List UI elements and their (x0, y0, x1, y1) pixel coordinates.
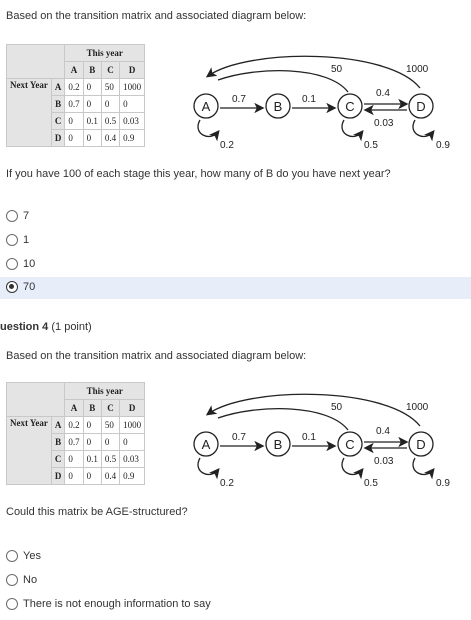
radio-button[interactable] (6, 598, 18, 610)
svg-text:50: 50 (331, 64, 343, 75)
svg-text:0.9: 0.9 (436, 478, 450, 489)
answer-option-yes[interactable]: Yes (0, 546, 471, 568)
svg-text:C: C (345, 99, 354, 114)
question-text-q4: Could this matrix be AGE-structured? (6, 506, 188, 518)
question-text-q3: If you have 100 of each stage this year,… (6, 168, 391, 180)
svg-text:0.03: 0.03 (374, 118, 394, 129)
question-4-title: uestion 4 (0, 321, 49, 333)
svg-text:0.03: 0.03 (374, 456, 394, 467)
svg-text:50: 50 (331, 402, 343, 413)
node-c (337, 431, 363, 457)
svg-text:B: B (274, 437, 283, 452)
svg-text:0.4: 0.4 (376, 426, 390, 437)
node-a (193, 93, 219, 119)
answer-option-not-enough-info[interactable]: There is not enough information to say (0, 594, 471, 616)
life-cycle-diagram-q4: A B C D 0.7 0.1 0.4 0.03 0.2 0.5 0.9 50 … (193, 393, 450, 489)
radio-button[interactable] (6, 258, 18, 270)
radio-button[interactable] (6, 210, 18, 222)
transition-matrix-q3: This year A B C D Next Year A 0.2 0 50 1… (5, 44, 146, 147)
svg-text:1000: 1000 (406, 402, 429, 413)
svg-text:C: C (345, 437, 354, 452)
svg-text:D: D (416, 99, 425, 114)
svg-text:0.1: 0.1 (302, 432, 316, 443)
answer-option-10[interactable]: 10 (0, 254, 471, 276)
node-d (408, 93, 434, 119)
svg-text:D: D (416, 437, 425, 452)
svg-text:0.2: 0.2 (220, 478, 234, 489)
edge-c-self (341, 119, 364, 142)
node-a (193, 431, 219, 457)
svg-text:0.2: 0.2 (220, 140, 234, 151)
svg-text:0.4: 0.4 (376, 88, 390, 99)
answer-option-7[interactable]: 7 (0, 206, 471, 228)
node-d (408, 431, 434, 457)
life-cycle-diagram-q3: A B C D 0.7 0.1 0.4 0.03 0.2 0.5 0.9 50 … (193, 55, 450, 151)
edge-d-to-a (205, 393, 421, 427)
edge-d-self (412, 119, 435, 142)
edge-c-to-a (217, 408, 349, 431)
question-4-points: (1 point) (51, 321, 92, 333)
svg-text:0.7: 0.7 (232, 432, 246, 443)
edge-c-self (341, 457, 364, 480)
answer-option-no[interactable]: No (0, 570, 471, 592)
intro-text-q4: Based on the transition matrix and assoc… (6, 350, 307, 362)
edge-d-to-a (205, 55, 421, 89)
svg-text:0.7: 0.7 (232, 94, 246, 105)
svg-text:0.9: 0.9 (436, 140, 450, 151)
radio-button[interactable] (6, 574, 18, 586)
edge-a-self (197, 457, 220, 480)
svg-text:A: A (202, 99, 211, 114)
question-4-header: uestion 4 (1 point) (0, 321, 92, 333)
edge-d-self (412, 457, 435, 480)
edge-c-to-a (217, 70, 349, 93)
answer-option-1[interactable]: 1 (0, 230, 471, 252)
svg-text:0.1: 0.1 (302, 94, 316, 105)
matrix-header: This year (64, 44, 146, 62)
intro-text-q3: Based on the transition matrix and assoc… (6, 10, 307, 22)
transition-matrix-q4: This year A B C D Next Year A 0.2 0 50 1… (5, 382, 146, 485)
edge-a-self (197, 119, 220, 142)
radio-button-selected[interactable] (6, 281, 18, 293)
radio-button[interactable] (6, 234, 18, 246)
svg-text:0.5: 0.5 (364, 140, 378, 151)
svg-text:B: B (274, 99, 283, 114)
svg-text:0.5: 0.5 (364, 478, 378, 489)
svg-text:A: A (202, 437, 211, 452)
radio-button[interactable] (6, 550, 18, 562)
svg-text:1000: 1000 (406, 64, 429, 75)
node-c (337, 93, 363, 119)
node-b (265, 431, 291, 457)
answer-option-70-selected[interactable]: 70 (0, 277, 471, 299)
node-b (265, 93, 291, 119)
row-header: Next Year (6, 78, 52, 147)
